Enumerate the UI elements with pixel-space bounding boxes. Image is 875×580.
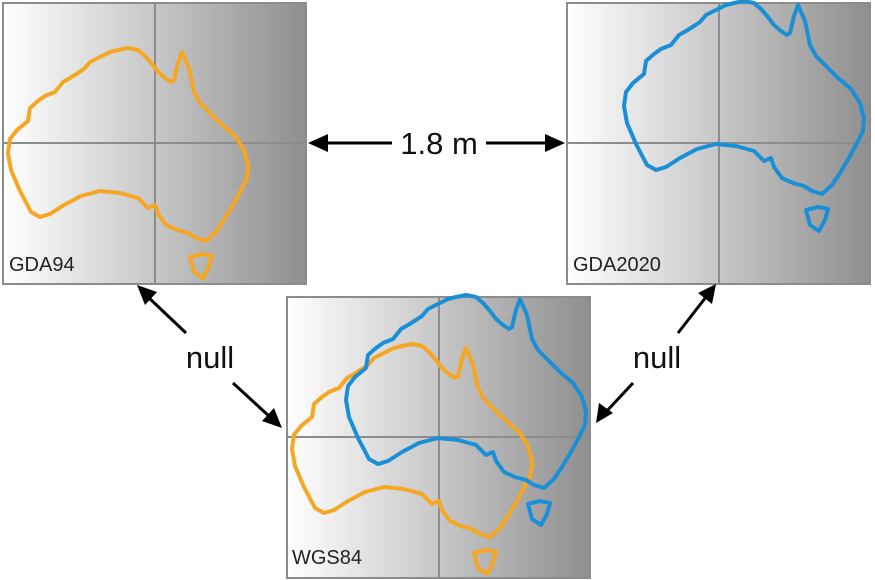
offset-label: 1.8 m xyxy=(400,126,478,161)
panel-label-gda94: GDA94 xyxy=(9,254,75,276)
connection-gda2020-wgs84: null xyxy=(596,284,716,423)
arrow-head-left xyxy=(308,134,328,152)
panel-gda2020: GDA2020 xyxy=(566,0,871,285)
arrow-head-down xyxy=(596,403,613,423)
panel-gda94: GDA94 xyxy=(2,2,307,285)
arrow-head-up xyxy=(137,285,157,305)
arrow-head-up xyxy=(698,284,716,304)
arrow-line xyxy=(146,295,188,335)
transform-label: null xyxy=(186,340,234,375)
transform-label: null xyxy=(633,340,681,375)
arrow-line xyxy=(603,381,635,415)
arrow-head-down xyxy=(262,408,282,428)
panel-wgs84: WGS84 xyxy=(286,293,591,579)
arrow-line xyxy=(231,381,272,419)
panel-label-gda2020: GDA2020 xyxy=(573,254,661,276)
connection-gda94-gda2020: 1.8 m xyxy=(308,126,565,161)
panel-label-wgs84: WGS84 xyxy=(292,547,362,569)
connection-gda94-wgs84: null xyxy=(137,285,282,428)
arrow-line xyxy=(676,296,708,334)
arrow-head-right xyxy=(545,134,565,152)
